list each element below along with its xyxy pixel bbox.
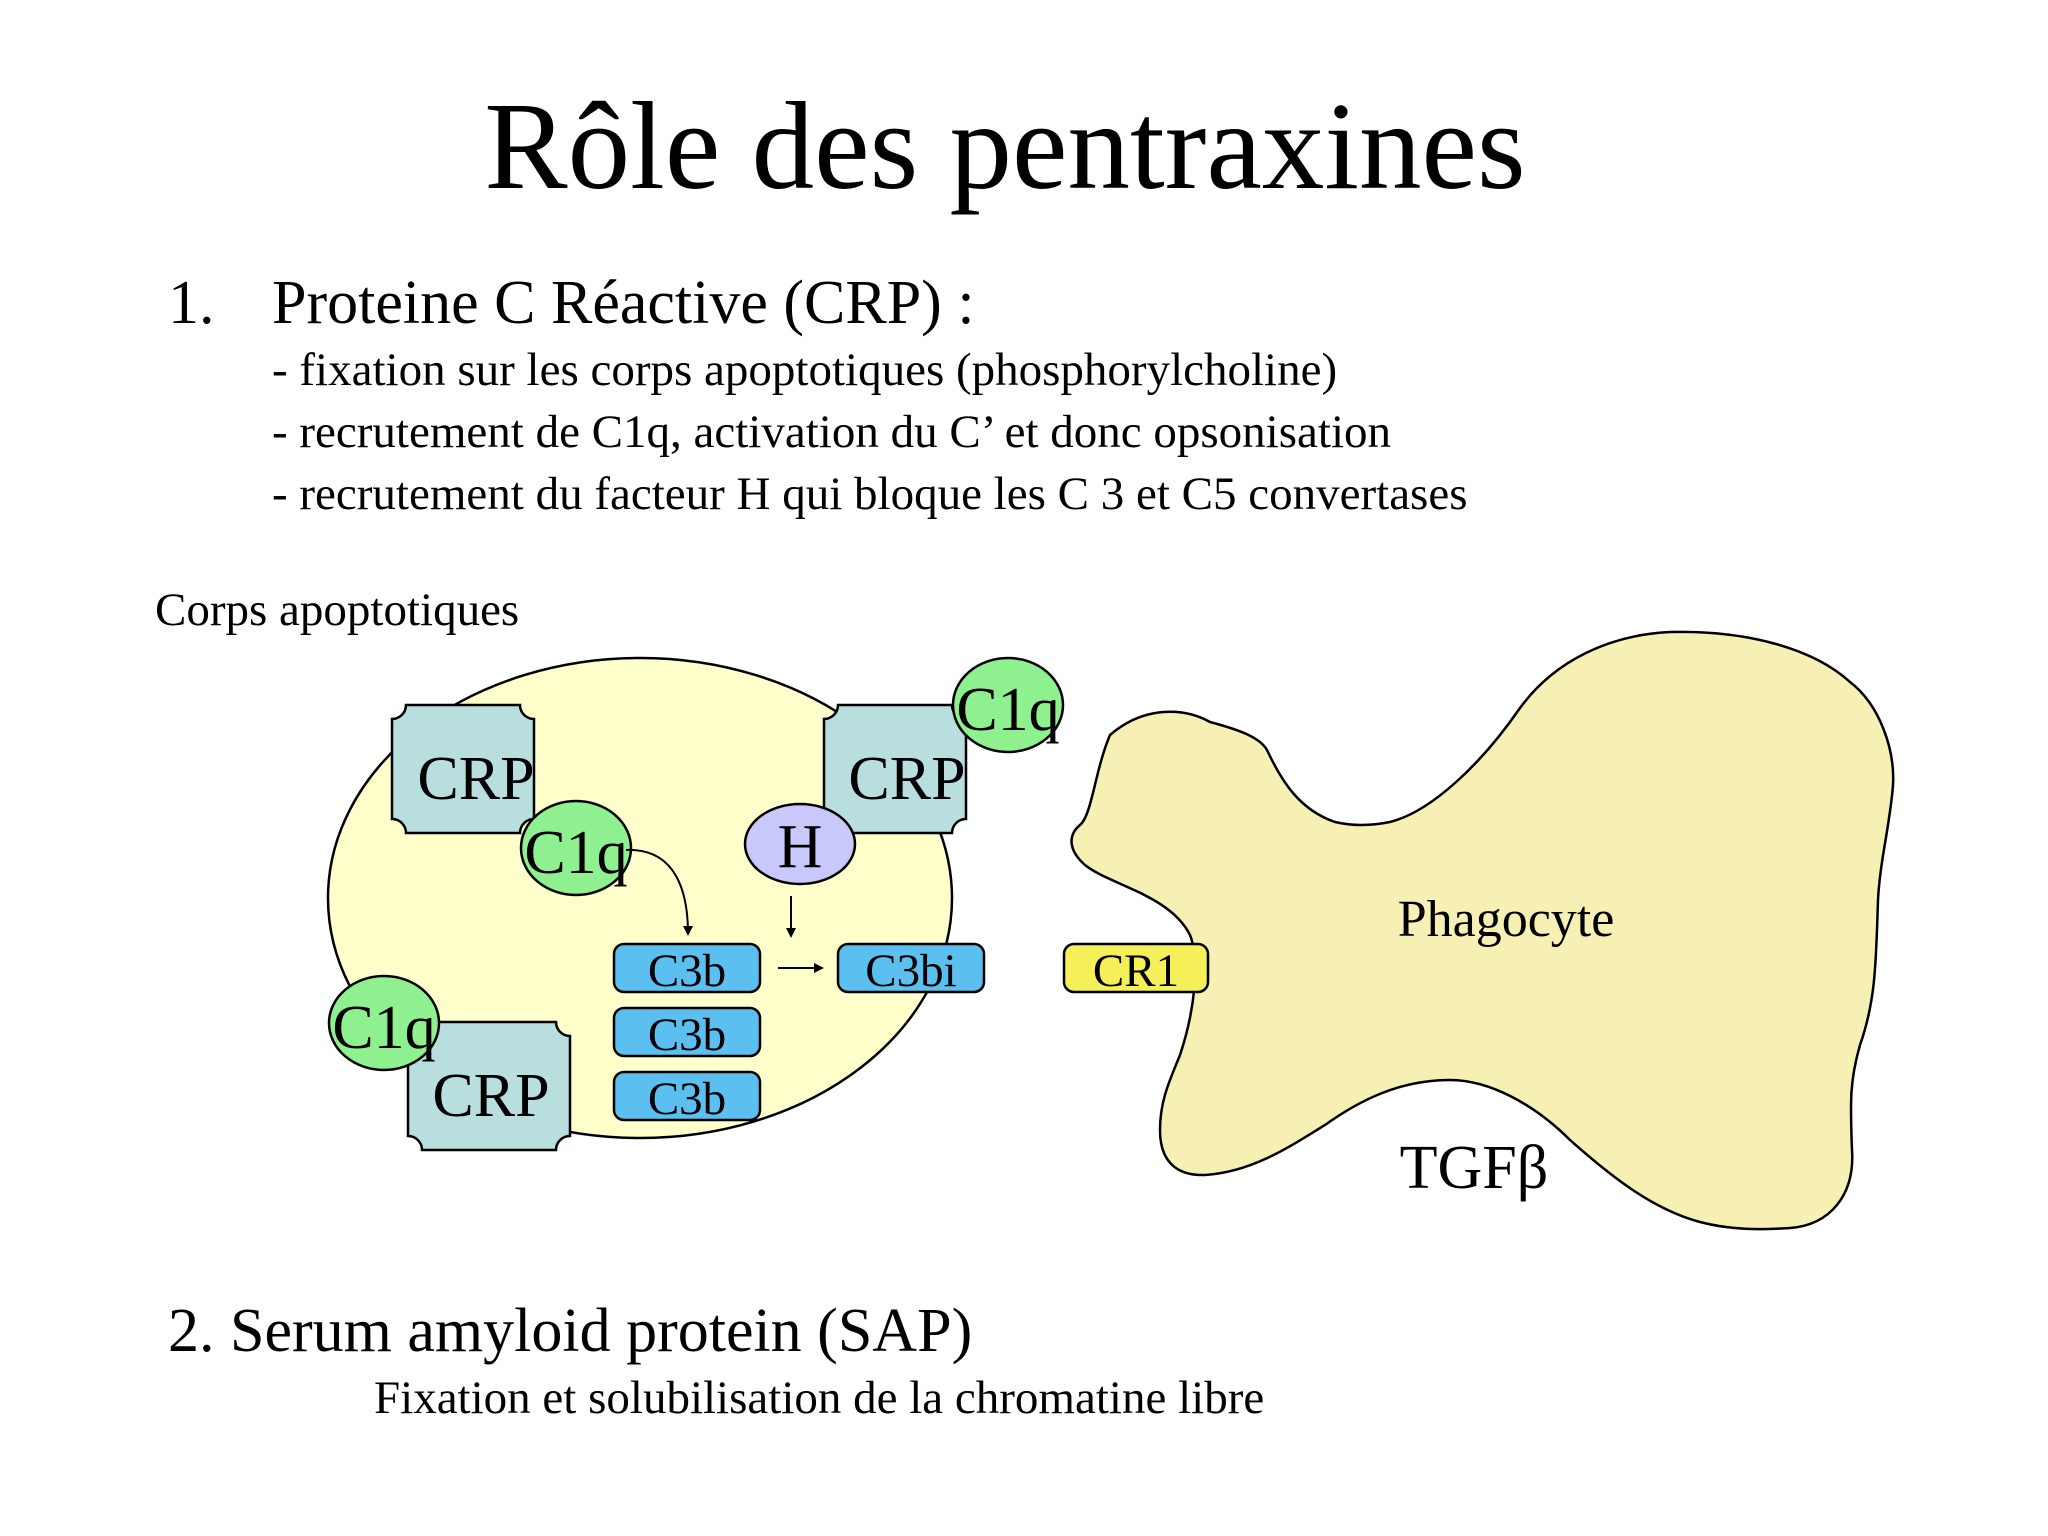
apoptotic-bodies-label: Corps apoptotiques — [155, 584, 519, 636]
c3bi-label: C3bi — [865, 945, 956, 997]
c3b-label: C3b — [648, 1073, 726, 1125]
c3b-box-1: C3b — [612, 942, 762, 997]
crp-label: CRP — [417, 745, 534, 813]
c3b-box-2: C3b — [612, 1006, 762, 1061]
c3b-box-3: C3b — [612, 1070, 762, 1125]
cr1-label: CR1 — [1093, 945, 1179, 997]
section1-number: 1. — [168, 269, 215, 337]
c3b-label: C3b — [648, 945, 726, 997]
c3b-label: C3b — [648, 1009, 726, 1061]
c1q-circle-top-right: C1q — [951, 656, 1065, 754]
phagocyte-cell — [1070, 630, 1895, 1231]
crp-label: CRP — [848, 745, 965, 813]
section2-heading: 2. Serum amyloid protein (SAP) — [168, 1297, 973, 1365]
crp-label: CRP — [432, 1062, 549, 1130]
c3bi-box: C3bi — [836, 942, 986, 997]
section1-bullet-2: - recrutement de C1q, activation du C’ e… — [272, 406, 1392, 458]
crp-box-top-left: CRP — [390, 703, 536, 835]
factor-h-circle: H — [743, 802, 857, 886]
cr1-receptor: CR1 — [1062, 942, 1210, 997]
c1q-circle-center: C1q — [519, 799, 633, 897]
c1q-to-c3b-arrow — [625, 848, 693, 936]
c1q-label: C1q — [956, 676, 1059, 744]
c1q-label: C1q — [524, 819, 627, 887]
factor-h-label: H — [778, 813, 823, 881]
section1-heading: Proteine C Réactive (CRP) : — [272, 269, 975, 337]
crp-box-top-right: CRP — [822, 703, 968, 835]
slide-title: Rôle des pentraxines — [484, 78, 1526, 216]
section1-bullet-1: - fixation sur les corps apoptotiques (p… — [272, 344, 1338, 396]
section2-subtext: Fixation et solubilisation de la chromat… — [374, 1372, 1265, 1424]
c1q-label: C1q — [332, 994, 435, 1062]
c1q-circle-bottom-left: C1q — [327, 974, 441, 1072]
tgf-beta-label: TGFβ — [1400, 1134, 1549, 1202]
section1-bullet-3: - recrutement du facteur H qui bloque le… — [272, 468, 1468, 520]
phagocyte-label: Phagocyte — [1398, 891, 1615, 948]
